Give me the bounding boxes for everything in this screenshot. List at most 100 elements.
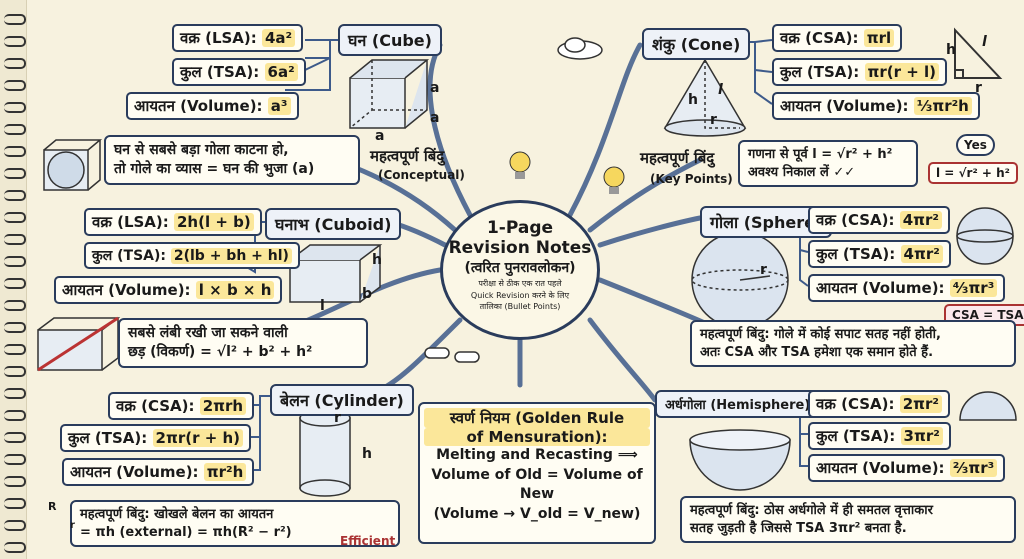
spiral-ring — [4, 410, 26, 421]
cone-tsa-value: πr(r + l) — [864, 63, 940, 81]
center-caption-line2: Quick Revision करने के लिए — [470, 290, 570, 300]
sphere-csa-value: 4πr² — [899, 211, 943, 229]
center-title-line1: 1-Page — [486, 218, 554, 238]
sphere-tsa-value: 4πr² — [900, 245, 943, 263]
center-caption-line3: तालिका (Bullet Points) — [479, 302, 561, 312]
cube-dim-a2: a — [430, 110, 440, 126]
spiral-ring — [4, 234, 26, 245]
cylinder-note-line1: महत्वपूर्ण बिंदु: खोखले बेलन का आयतन — [80, 507, 274, 522]
cuboid-note: सबसे लंबी रखी जा सकने वाली छड़ (विकर्ण) =… — [118, 318, 368, 368]
cube-lsa-value: 4a² — [262, 29, 296, 47]
cylinder-tsa-label: कुल (TSA): — [68, 429, 148, 447]
cylinder-volume-value: πr²h — [203, 463, 247, 481]
cone-drawing — [663, 58, 747, 137]
cuboid-lsa-label: वक्र (LSA): — [92, 213, 169, 231]
spiral-ring — [4, 432, 26, 443]
center-title-circle: 1-Page Revision Notes (त्वरित पुनरावलोकन… — [440, 200, 600, 340]
spiral-ring — [4, 278, 26, 289]
efficient-label: Efficient — [340, 534, 396, 548]
cube-dim-a3: a — [375, 128, 385, 144]
cube-drawing — [349, 59, 430, 129]
cone-dim-l: l — [718, 82, 723, 98]
cylinder-dim-r: r — [334, 410, 341, 426]
golden-line2: Volume of Old = Volume of New — [431, 466, 643, 503]
cube-tsa-value: 6a² — [264, 63, 298, 81]
triangle-r: r — [975, 80, 982, 96]
cylinder-csa-label: वक्र (CSA): — [116, 397, 195, 415]
cube-lsa: वक्र (LSA): 4a² — [172, 24, 304, 52]
sphere-csa: वक्र (CSA): 4πr² — [808, 206, 951, 234]
cylinder-csa: वक्र (CSA): 2πrh — [108, 392, 255, 420]
golden-line1: Melting and Recasting ⟹ — [436, 447, 638, 463]
spiral-ring — [4, 36, 26, 47]
cube-key-sub: (Conceptual) — [378, 168, 465, 182]
hemisphere-note: महत्वपूर्ण बिंदु: ठोस अर्धगोले में ही सम… — [680, 496, 1016, 544]
spiral-ring — [4, 80, 26, 91]
spiral-ring — [4, 366, 26, 377]
cone-volume-label: आयतन (Volume): — [780, 97, 909, 115]
hemisphere-volume: आयतन (Volume): ⅔πr³ — [808, 454, 1006, 482]
cone-dim-r: r — [710, 112, 717, 128]
cuboid-note-line2: छड़ (विकर्ण) = √l² + b² + h² — [128, 343, 313, 360]
golden-title-line2: of Mensuration): — [424, 428, 650, 446]
cube-volume-label: आयतन (Volume): — [134, 97, 263, 115]
spiral-ring — [4, 476, 26, 487]
cylinder-note: महत्वपूर्ण बिंदु: खोखले बेलन का आयतन= πh… — [70, 500, 400, 548]
spiral-ring — [4, 498, 26, 509]
spiral-ring — [4, 344, 26, 355]
spiral-ring — [4, 124, 26, 135]
cone-csa-label: वक्र (CSA): — [780, 29, 859, 47]
hollow-cylinder-R: R — [48, 500, 57, 513]
cone-tsa-label: कुल (TSA): — [780, 63, 860, 81]
cone-csa-value: πrl — [863, 29, 895, 47]
sphere-in-cube-drawing — [43, 139, 103, 191]
sphere-dim-r: r — [760, 262, 767, 278]
cuboid-dim-l: l — [320, 298, 325, 314]
sphere-note: महत्वपूर्ण बिंदु: गोले में कोई सपाट सतह … — [690, 320, 1016, 368]
cube-note-line2: तो गोले का व्यास = घन की भुजा (a) — [114, 160, 315, 177]
spiral-ring — [4, 190, 26, 201]
sphere-volume: आयतन (Volume): ⁴⁄₃πr³ — [808, 274, 1006, 302]
cuboid-dim-h: h — [372, 252, 382, 268]
center-title-line2: Revision Notes — [448, 237, 592, 258]
hemisphere-csa-value: 2πr² — [899, 395, 943, 413]
center-subtitle: (त्वरित पुनरावलोकन) — [464, 260, 576, 277]
bulb-icons — [509, 151, 625, 194]
cuboid-drawing — [289, 244, 383, 303]
sphere-note-line1: महत्वपूर्ण बिंदु: गोले में कोई सपाट सतह … — [700, 327, 941, 342]
sphere-tsa: कुल (TSA): 4πr² — [808, 240, 951, 268]
cylinder-dim-h: h — [362, 446, 372, 462]
golden-line3: (Volume → V_old = V_new) — [433, 505, 641, 522]
cuboid-volume: आयतन (Volume): l × b × h — [54, 276, 283, 304]
cube-volume-value: a³ — [267, 97, 291, 115]
cone-key-sub: (Key Points) — [650, 172, 733, 186]
cylinder-tsa-value: 2πr(r + h) — [152, 429, 244, 447]
cuboid-tsa: कुल (TSA): 2(lb + bh + hl) — [84, 242, 300, 269]
cuboid-tsa-label: कुल (TSA): — [92, 248, 166, 264]
spiral-ring — [4, 256, 26, 267]
hemisphere-volume-label: आयतन (Volume): — [816, 459, 945, 477]
spiral-ring — [4, 146, 26, 157]
cone-csa: वक्र (CSA): πrl — [772, 24, 903, 52]
notebook-spiral — [0, 0, 27, 559]
cone-volume: आयतन (Volume): ⅓πr²h — [772, 92, 980, 120]
hemisphere-csa: वक्र (CSA): 2πr² — [808, 390, 951, 418]
cylinder-csa-value: 2πrh — [199, 397, 247, 415]
hollow-cylinder-r: r — [70, 520, 75, 531]
triangle-l: l — [982, 34, 987, 50]
cuboid-note-line1: सबसे लंबी रखी जा सकने वाली — [128, 325, 288, 341]
sphere-csa-label: वक्र (CSA): — [816, 211, 895, 229]
cylinder-title: बेलन (Cylinder) — [270, 384, 414, 416]
hemisphere-tsa-value: 3πr² — [900, 427, 943, 445]
cylinder-drawing — [299, 409, 351, 497]
spiral-ring — [4, 388, 26, 399]
hemisphere-drawing — [689, 391, 1017, 491]
cube-key-title: महत्वपूर्ण बिंदु — [370, 147, 445, 165]
cuboid-lsa: वक्र (LSA): 2h(l + b) — [84, 208, 262, 236]
spiral-ring — [4, 168, 26, 179]
hemisphere-csa-label: वक्र (CSA): — [816, 395, 895, 413]
cone-tsa: कुल (TSA): πr(r + l) — [772, 58, 948, 86]
triangle-h: h — [946, 42, 956, 58]
